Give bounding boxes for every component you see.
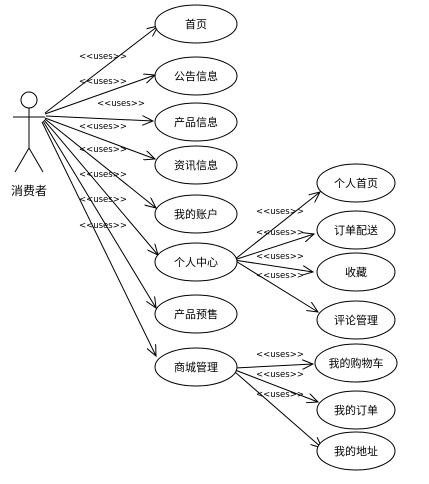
uses-label: <<uses>> bbox=[256, 350, 304, 360]
assoc-my-cart bbox=[234, 364, 313, 368]
use-case-comment-management bbox=[316, 300, 396, 340]
uses-label: <<uses>> bbox=[256, 252, 304, 262]
use-case-label-personal-center: 个人中心 bbox=[174, 256, 218, 269]
use-case-label-my-cart: 我的购物车 bbox=[329, 356, 384, 370]
actor-right-leg bbox=[28, 147, 44, 173]
actor-associations bbox=[41, 26, 158, 356]
uses-label: <<uses>> bbox=[79, 77, 127, 87]
assoc-comment-management bbox=[233, 259, 318, 312]
use-case-label-mall-management: 商城管理 bbox=[174, 360, 218, 374]
use-case-shapes bbox=[154, 4, 398, 471]
use-case-label-presale: 产品预售 bbox=[174, 307, 218, 321]
use-case-my-account bbox=[154, 194, 238, 234]
assoc-mall-management bbox=[41, 121, 156, 356]
uses-label: <<uses>> bbox=[256, 390, 304, 400]
use-case-mall-management bbox=[154, 347, 238, 387]
uses-label: <<uses>> bbox=[79, 221, 127, 231]
use-case-my-cart bbox=[314, 343, 398, 383]
use-case-labels: 首页 公告信息 产品信息 资讯信息 我的账户 个人中心 产品预售 商城管理 个人… bbox=[174, 17, 384, 458]
use-case-label-home: 首页 bbox=[185, 17, 207, 31]
use-case-label-my-account: 我的账户 bbox=[174, 207, 218, 221]
uses-label: <<uses>> bbox=[79, 195, 127, 205]
use-case-label-notice: 公告信息 bbox=[174, 69, 218, 83]
uses-label: <<uses>> bbox=[256, 370, 304, 380]
uses-label: <<uses>> bbox=[79, 122, 127, 132]
uses-label: <<uses>> bbox=[79, 145, 127, 155]
use-case-news bbox=[154, 145, 238, 185]
assoc-favorites bbox=[233, 259, 313, 272]
use-case-label-favorites: 收藏 bbox=[345, 265, 367, 279]
actor-left-leg bbox=[14, 147, 30, 173]
uses-labels: <<uses>> <<uses>> <<uses>> <<uses>> <<us… bbox=[79, 52, 304, 400]
use-case-personal-center bbox=[154, 242, 238, 282]
uses-label: <<uses>> bbox=[256, 271, 304, 281]
assoc-personal-center bbox=[43, 119, 158, 255]
use-case-label-news: 资讯信息 bbox=[174, 158, 218, 172]
use-case-order-delivery bbox=[316, 210, 396, 250]
uses-label: <<uses>> bbox=[256, 207, 304, 217]
actor-label: 消费者 bbox=[11, 184, 47, 198]
assoc-personal-home bbox=[233, 192, 320, 261]
use-case-my-orders bbox=[316, 390, 396, 430]
uses-label: <<uses>> bbox=[97, 99, 145, 109]
assoc-notice bbox=[44, 75, 155, 115]
actor-consumer bbox=[13, 91, 45, 173]
uses-label: <<uses>> bbox=[256, 228, 304, 238]
use-case-label-my-orders: 我的订单 bbox=[334, 403, 378, 417]
assoc-my-orders bbox=[234, 369, 318, 402]
use-case-label-comment-management: 评论管理 bbox=[334, 313, 378, 327]
mall-management-associations bbox=[234, 364, 322, 448]
use-case-product-info bbox=[154, 102, 238, 142]
use-case-presale bbox=[154, 294, 238, 334]
assoc-my-account bbox=[44, 118, 156, 208]
assoc-home bbox=[44, 26, 158, 114]
uses-label: <<uses>> bbox=[79, 170, 127, 180]
assoc-news bbox=[44, 117, 155, 159]
assoc-product-info bbox=[45, 116, 153, 121]
use-case-favorites bbox=[316, 252, 396, 292]
use-case-home bbox=[154, 4, 238, 44]
use-case-label-order-delivery: 订单配送 bbox=[334, 223, 378, 237]
use-case-personal-home bbox=[316, 163, 396, 203]
assoc-presale bbox=[42, 120, 156, 308]
assoc-order-delivery bbox=[233, 234, 314, 261]
use-case-notice bbox=[154, 56, 238, 96]
use-case-label-product-info: 产品信息 bbox=[174, 115, 218, 129]
personal-center-associations bbox=[233, 192, 320, 312]
use-case-label-my-address: 我的地址 bbox=[334, 444, 378, 458]
actor-head bbox=[20, 91, 38, 109]
use-case-my-address bbox=[316, 431, 396, 471]
use-case-label-personal-home: 个人首页 bbox=[334, 176, 378, 190]
uses-label: <<uses>> bbox=[79, 52, 127, 62]
assoc-my-address bbox=[234, 371, 322, 448]
